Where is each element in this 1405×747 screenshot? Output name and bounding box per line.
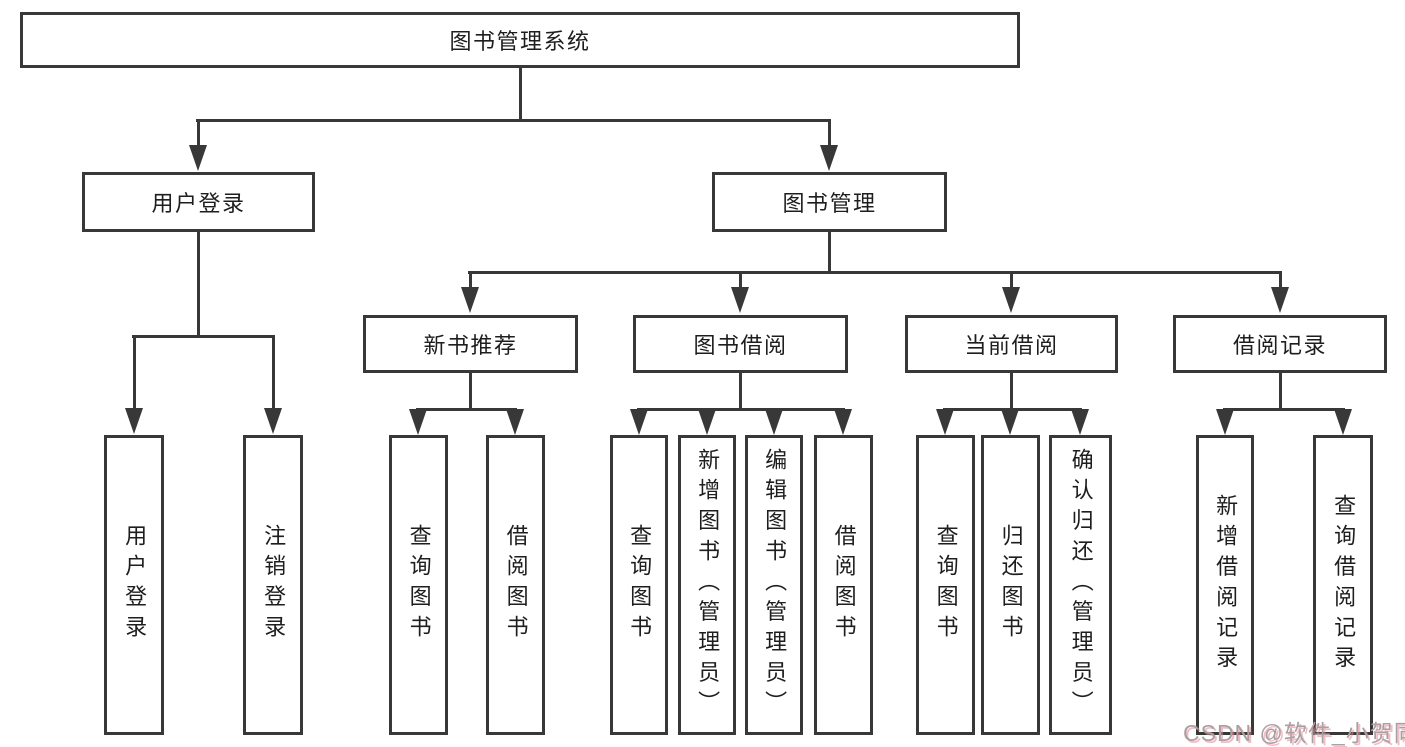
leaf-confirm-return: 确认归还（管理员） [1049, 435, 1112, 735]
line-segment [1010, 372, 1013, 410]
leaf-query-book-2-label: 查询图书 [627, 524, 653, 646]
leaf-borrow-book-1: 借阅图书 [486, 435, 545, 735]
csdn-watermark: CSDN @软件_小贺同学 [1183, 720, 1405, 746]
node-book-mgmt: 图书管理 [712, 172, 947, 232]
leaf-add-book: 新增图书（管理员） [678, 435, 736, 735]
arrowhead-down-icon [264, 408, 282, 434]
node-new-book-rec-label: 新书推荐 [423, 333, 518, 358]
line-segment [469, 372, 472, 410]
line-segment [739, 372, 742, 410]
leaf-user-login-label: 用户登录 [122, 524, 148, 646]
line-segment [196, 119, 831, 122]
leaf-query-record: 查询借阅记录 [1313, 435, 1373, 735]
line-segment [133, 335, 136, 409]
leaf-add-book-label: 新增图书（管理员） [695, 448, 721, 722]
arrowhead-down-icon [409, 409, 427, 435]
leaf-borrow-book-2: 借阅图书 [814, 435, 873, 735]
line-segment [1279, 271, 1282, 288]
arrowhead-down-icon [506, 409, 524, 435]
arrowhead-down-icon [125, 408, 143, 434]
arrowhead-down-icon [731, 287, 749, 313]
leaf-query-record-label: 查询借阅记录 [1331, 493, 1357, 677]
leaf-return-book-label: 归还图书 [998, 524, 1024, 646]
leaf-query-book-3-label: 查询图书 [933, 524, 959, 646]
node-borrow-record-label: 借阅记录 [1232, 333, 1327, 358]
leaf-return-book: 归还图书 [981, 435, 1040, 735]
node-user-login: 用户登录 [82, 172, 315, 232]
arrowhead-down-icon [630, 409, 648, 435]
node-borrow-record: 借阅记录 [1173, 315, 1387, 373]
leaf-logout: 注销登录 [243, 435, 303, 735]
line-segment [1010, 271, 1013, 288]
line-segment [197, 231, 200, 337]
leaf-borrow-book-1-label: 借阅图书 [503, 524, 529, 646]
arrowhead-down-icon [1002, 287, 1020, 313]
line-segment [272, 335, 275, 409]
arrowhead-down-icon [936, 409, 954, 435]
arrowhead-down-icon [1001, 409, 1019, 435]
line-segment [132, 335, 275, 338]
line-segment [828, 119, 831, 147]
line-segment [828, 231, 831, 273]
arrowhead-down-icon [820, 145, 838, 171]
arrowhead-down-icon [765, 409, 783, 435]
line-segment [1279, 372, 1282, 410]
node-book-borrow-label: 图书借阅 [693, 333, 788, 358]
node-new-book-rec: 新书推荐 [363, 315, 578, 373]
arrowhead-down-icon [698, 409, 716, 435]
arrowhead-down-icon [834, 409, 852, 435]
leaf-query-book-1: 查询图书 [389, 435, 448, 735]
leaf-logout-label: 注销登录 [261, 524, 287, 646]
leaf-add-record: 新增借阅记录 [1196, 435, 1254, 735]
line-segment [416, 408, 517, 411]
arrowhead-down-icon [1071, 409, 1089, 435]
leaf-add-record-label: 新增借阅记录 [1213, 493, 1239, 677]
leaf-edit-book: 编辑图书（管理员） [745, 435, 803, 735]
node-book-mgmt-label: 图书管理 [782, 191, 877, 216]
arrowhead-down-icon [461, 287, 479, 313]
node-book-borrow: 图书借阅 [633, 315, 848, 373]
node-user-login-label: 用户登录 [151, 191, 246, 216]
line-segment [469, 271, 472, 288]
line-segment [637, 408, 845, 411]
arrowhead-down-icon [189, 145, 207, 171]
node-current-borrow: 当前借阅 [905, 315, 1118, 373]
leaf-query-book-2: 查询图书 [610, 435, 668, 735]
node-root-label: 图书管理系统 [449, 29, 591, 54]
leaf-user-login: 用户登录 [104, 435, 164, 735]
arrowhead-down-icon [1271, 287, 1289, 313]
line-segment [1223, 408, 1345, 411]
node-root: 图书管理系统 [20, 12, 1020, 68]
line-segment [197, 119, 200, 147]
leaf-borrow-book-2-label: 借阅图书 [831, 524, 857, 646]
arrowhead-down-icon [1334, 409, 1352, 435]
node-current-borrow-label: 当前借阅 [964, 333, 1059, 358]
line-segment [468, 271, 1282, 274]
leaf-query-book-1-label: 查询图书 [406, 524, 432, 646]
line-segment [519, 66, 522, 121]
arrowhead-down-icon [1216, 409, 1234, 435]
leaf-confirm-return-label: 确认归还（管理员） [1068, 448, 1094, 722]
leaf-edit-book-label: 编辑图书（管理员） [762, 448, 788, 722]
leaf-query-book-3: 查询图书 [916, 435, 975, 735]
line-segment [739, 271, 742, 288]
